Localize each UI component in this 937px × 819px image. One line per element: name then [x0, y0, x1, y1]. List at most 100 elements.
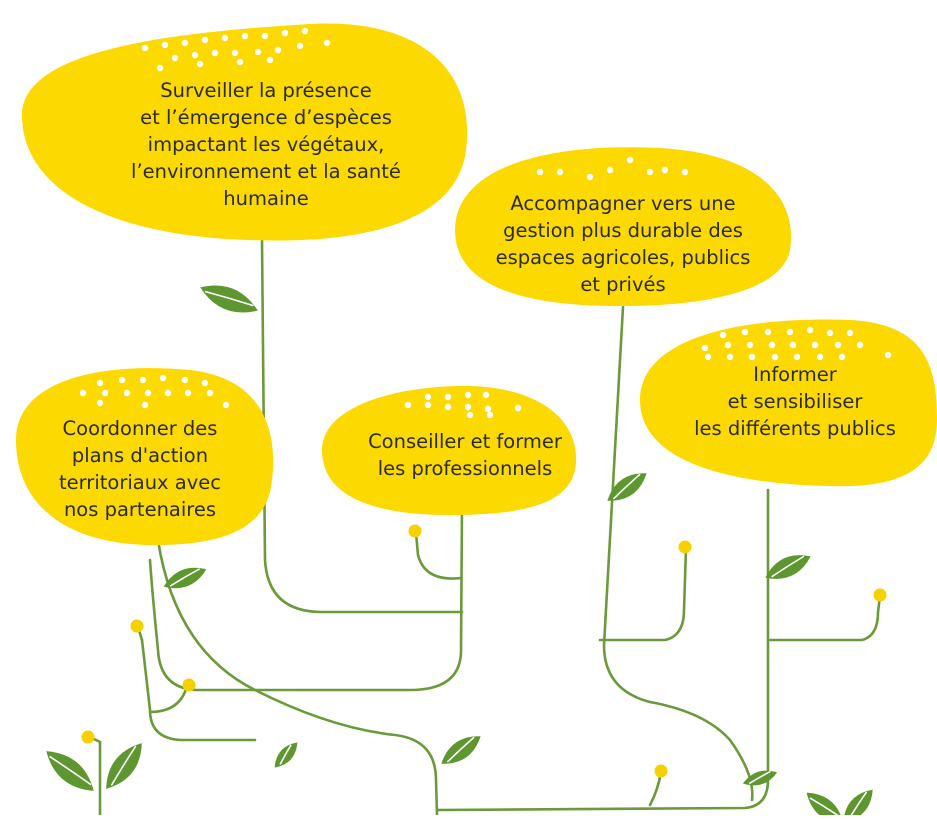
decor-dot-conseiller-5	[404, 401, 412, 409]
decor-dot-coordonner-5	[181, 376, 189, 384]
decor-dot-coordonner-8	[101, 389, 109, 397]
buds-layer	[81, 524, 887, 778]
decor-dot-coordonner-13	[206, 389, 214, 397]
leaf-accompagner-vein	[612, 473, 641, 500]
bud-conseiller	[408, 524, 422, 538]
decor-dot-surveiller-10	[323, 39, 331, 47]
decor-dot-conseiller-1	[424, 393, 432, 401]
decor-dot-accompagner-3	[586, 173, 594, 181]
decor-dot-informer-7	[846, 329, 854, 337]
leaves-layer	[46, 285, 873, 819]
leaf-coordonner	[163, 567, 207, 589]
decor-dot-conseiller-7	[444, 403, 452, 411]
decor-dot-surveiller-6	[241, 32, 249, 40]
leaf-sprout-left-1-vein	[49, 755, 92, 786]
decor-dot-informer-10	[746, 341, 754, 349]
decor-dot-surveiller-8	[281, 29, 289, 37]
bubble-conseiller	[322, 385, 577, 515]
decor-dot-surveiller-1	[141, 44, 149, 52]
leaf-bottom-right-vein	[748, 770, 771, 785]
leaf-accompagner	[607, 473, 647, 501]
decor-dot-informer-4	[786, 328, 794, 336]
decor-dot-coordonner-16	[141, 401, 149, 409]
decor-dot-surveiller-11	[171, 54, 179, 62]
leaf-bottom-right	[742, 770, 778, 786]
decor-dot-surveiller-3	[181, 39, 189, 47]
decor-dot-surveiller-16	[274, 46, 282, 54]
decor-dot-informer-21	[816, 353, 824, 361]
decor-dot-conseiller-3	[464, 391, 472, 399]
decor-dot-coordonner-9	[123, 389, 131, 397]
decor-dot-surveiller-17	[296, 42, 304, 50]
decor-dot-coordonner-10	[144, 389, 152, 397]
decor-dot-coordonner-3	[139, 376, 147, 384]
leaf-sprout-left-1	[46, 751, 94, 791]
decor-dot-accompagner-5	[626, 156, 634, 164]
decor-dot-coordonner-15	[96, 399, 104, 407]
stems-layer	[88, 238, 882, 817]
decor-dot-surveiller-15	[254, 48, 262, 56]
bubble-text-surveiller: Surveiller la présence et l’émergence d’…	[131, 79, 401, 210]
decor-dot-conseiller-2	[444, 393, 452, 401]
decor-dot-coordonner-14	[222, 401, 230, 409]
decor-dot-accompagner-1	[536, 168, 544, 176]
decor-dot-accompagner-6	[646, 168, 654, 176]
decor-dot-conseiller-10	[514, 404, 522, 412]
decor-dot-surveiller-12	[191, 51, 199, 59]
twig-accompagner-bud	[598, 546, 688, 642]
stem-coordonner	[156, 538, 439, 817]
leaf-mid-small-vein	[279, 744, 292, 765]
decor-dot-informer-8	[701, 344, 709, 352]
bubble-informer	[640, 319, 937, 487]
bud-informer	[873, 588, 887, 602]
bubble-coordonner	[16, 368, 274, 545]
decor-dot-informer-20	[793, 353, 801, 361]
twig-conseiller-bud	[414, 531, 463, 580]
decor-dot-surveiller-9	[301, 27, 309, 35]
decor-dot-informer-5	[806, 326, 814, 334]
decor-dot-informer-2	[741, 328, 749, 336]
sprout-left	[88, 735, 102, 817]
bubble-text-accompagner: Accompagner vers une gestion plus durabl…	[495, 192, 751, 296]
decor-dot-surveiller-21	[266, 56, 274, 64]
leaf-surveiller-vein	[204, 290, 254, 307]
decor-dot-conseiller-6	[424, 401, 432, 409]
decor-dot-informer-12	[789, 341, 797, 349]
decor-dot-informer-9	[724, 341, 732, 349]
decor-dot-surveiller-4	[201, 36, 209, 44]
decor-dot-surveiller-7	[261, 32, 269, 40]
decor-dot-conseiller-11	[466, 411, 474, 419]
decor-dot-surveiller-19	[196, 60, 204, 68]
branch-right-base	[435, 488, 770, 812]
bud-coordonner-upper	[130, 619, 144, 633]
leaf-informer-vein	[771, 555, 805, 578]
decor-dot-coordonner-7	[79, 389, 87, 397]
leaf-sprout-right-2	[843, 789, 873, 819]
decor-dot-coordonner-11	[164, 389, 172, 397]
bud-sprout-left	[81, 730, 95, 744]
leaf-center	[441, 736, 481, 764]
bubble-surveiller	[22, 23, 468, 241]
decor-dot-surveiller-5	[221, 34, 229, 42]
decor-dot-informer-6	[826, 329, 834, 337]
decor-dot-surveiller-2	[161, 41, 169, 49]
decor-dot-surveiller-13	[211, 49, 219, 57]
decor-dot-informer-11	[768, 341, 776, 349]
bud-accompagner	[678, 540, 692, 554]
leaf-sprout-right-2-blade	[843, 789, 873, 819]
branch-coordonner-left	[136, 625, 257, 742]
decor-dot-accompagner-2	[556, 168, 564, 176]
decor-dot-conseiller-9	[484, 405, 492, 413]
decor-dot-informer-14	[834, 341, 842, 349]
decor-dot-informer-15	[856, 341, 864, 349]
decor-dot-informer-23	[884, 351, 892, 359]
decor-dot-informer-19	[771, 353, 779, 361]
decor-dot-coordonner-6	[201, 379, 209, 387]
leaf-coordonner-vein	[169, 568, 201, 587]
stem-surveiller	[260, 238, 464, 614]
leaf-sprout-left-2-vein	[110, 745, 137, 786]
leaf-sprout-left-2	[106, 743, 142, 789]
decor-dot-accompagner-8	[681, 168, 689, 176]
decor-dot-coordonner-12	[184, 389, 192, 397]
